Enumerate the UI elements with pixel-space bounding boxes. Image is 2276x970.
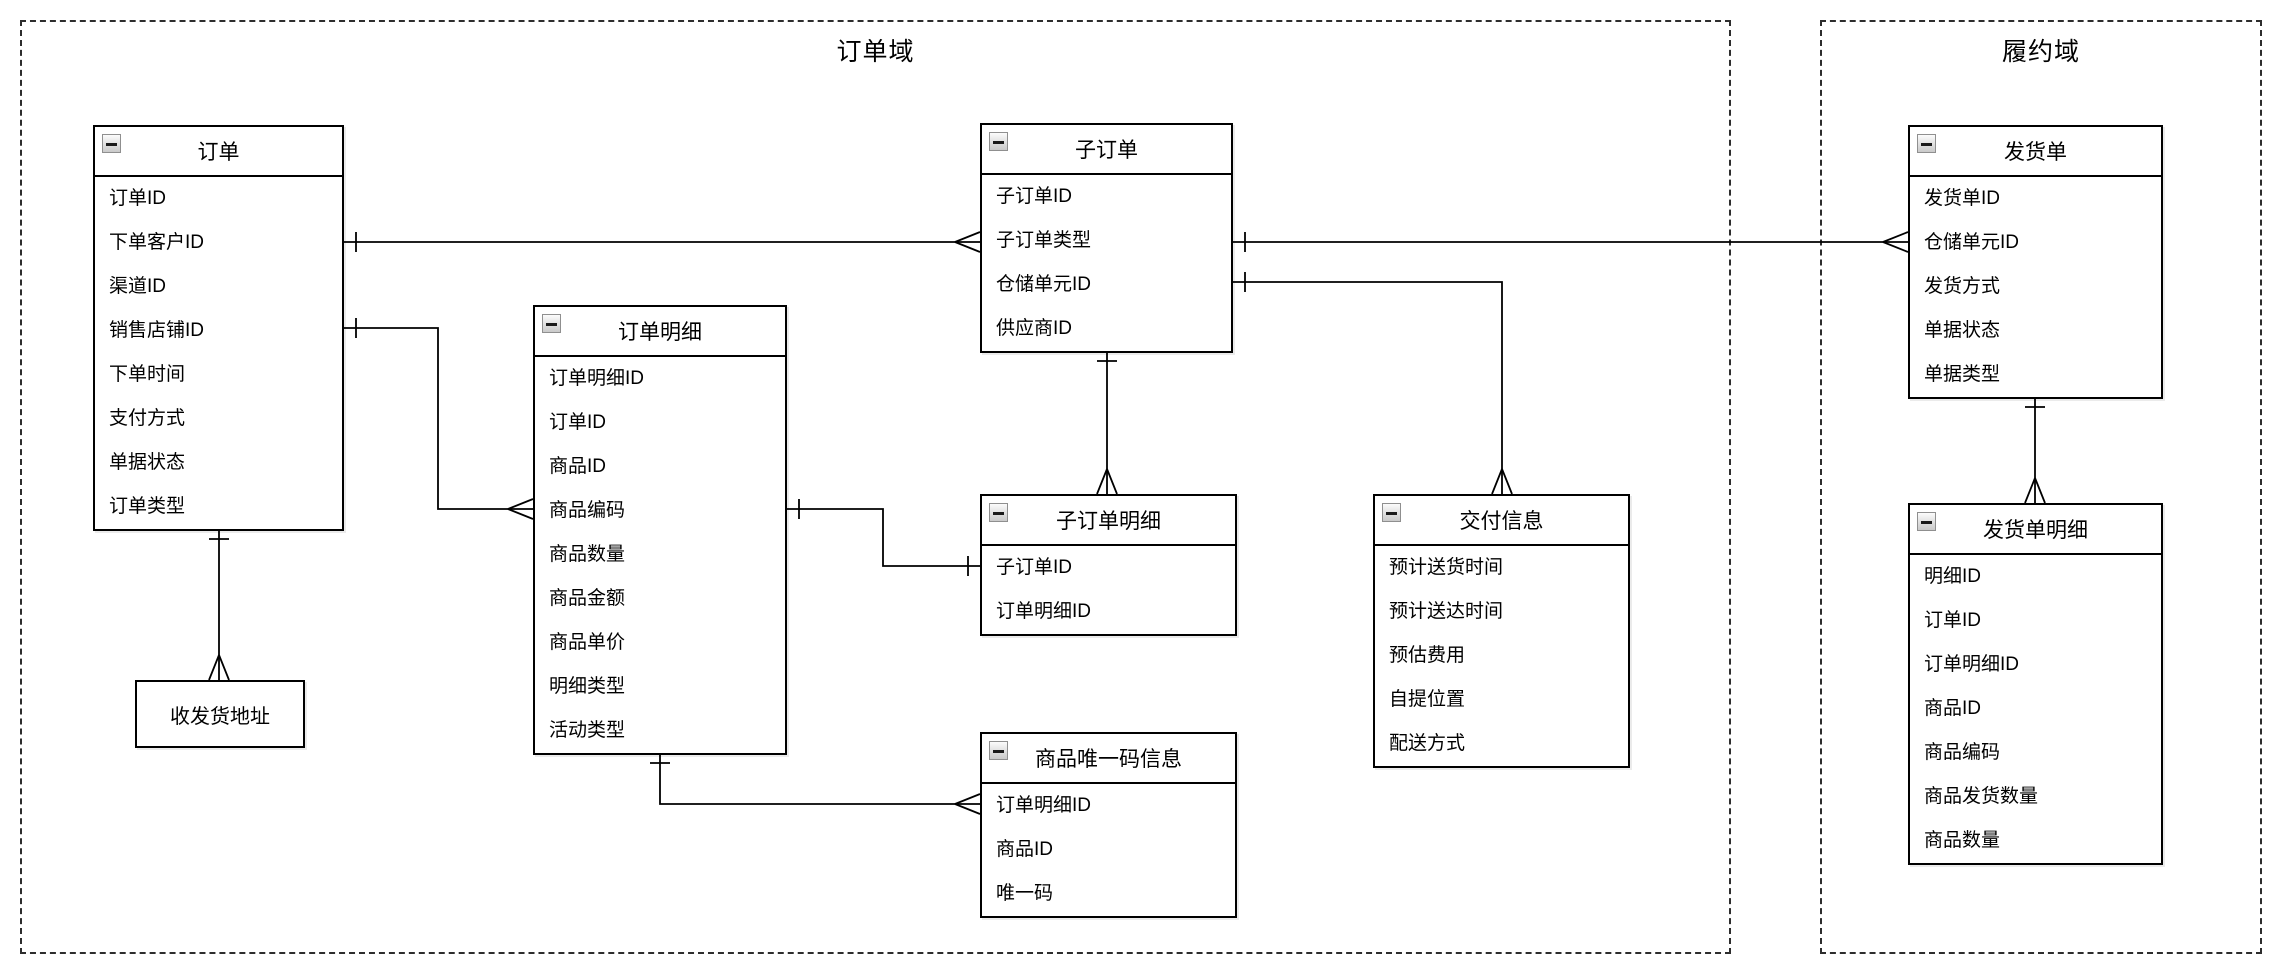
field-row: 订单ID <box>109 188 167 209</box>
field-row: 订单明细ID <box>996 601 1092 622</box>
collapse-icon[interactable] <box>989 741 1008 760</box>
field-row: 商品编码 <box>1924 742 2001 763</box>
field-row: 明细类型 <box>549 676 626 697</box>
entity-unique-code-info-title: 商品唯一码信息 <box>1035 748 1182 771</box>
entity-order[interactable]: 订单 订单ID 下单客户ID 渠道ID 销售店铺ID 下单时间 支付方式 单据状… <box>93 125 344 531</box>
edge-order-suborder[interactable] <box>344 231 981 253</box>
field-row: 预计送达时间 <box>1389 601 1504 622</box>
entity-suborder-detail-title: 子订单明细 <box>1056 510 1161 533</box>
field-row: 订单ID <box>549 412 607 433</box>
field-row: 商品ID <box>996 839 1054 860</box>
order-domain-region[interactable]: 订单域 <box>20 20 1731 954</box>
entity-order-detail[interactable]: 订单明细 订单明细ID 订单ID 商品ID 商品编码 商品数量 商品金额 商品单… <box>533 305 787 755</box>
edge-order-orderdetail[interactable] <box>344 318 534 520</box>
entity-unique-code-info-header: 商品唯一码信息 <box>982 734 1235 784</box>
field-row: 子订单类型 <box>996 230 1092 251</box>
field-row: 商品发货数量 <box>1924 786 2039 807</box>
field-row: 订单ID <box>1924 610 1982 631</box>
field-row: 支付方式 <box>109 408 186 429</box>
entity-suborder-detail[interactable]: 子订单明细 子订单ID 订单明细ID <box>980 494 1237 636</box>
entity-suborder-header: 子订单 <box>982 125 1231 175</box>
edge-orderdetail-uniquecode[interactable] <box>650 751 981 815</box>
collapse-icon[interactable] <box>989 132 1008 151</box>
fulfillment-domain-title: 履约域 <box>2001 38 2080 66</box>
entity-order-title: 订单 <box>197 141 240 164</box>
field-row: 单据状态 <box>1924 320 2001 341</box>
field-row: 自提位置 <box>1389 689 1466 710</box>
collapse-icon[interactable] <box>1917 134 1936 153</box>
entity-order-header: 订单 <box>95 127 342 177</box>
entity-shipment-header: 发货单 <box>1910 127 2161 177</box>
field-row: 商品数量 <box>549 544 626 565</box>
field-row: 下单时间 <box>109 364 186 385</box>
field-row: 商品ID <box>549 456 607 477</box>
field-row: 唯一码 <box>996 883 1054 904</box>
field-row: 子订单ID <box>996 186 1073 207</box>
field-row: 预估费用 <box>1389 645 1466 666</box>
field-row: 订单明细ID <box>549 368 645 389</box>
field-row: 下单客户ID <box>109 232 205 253</box>
field-row: 发货单ID <box>1924 188 2001 209</box>
field-row: 销售店铺ID <box>109 320 205 341</box>
field-row: 订单明细ID <box>996 795 1092 816</box>
entity-shipment-title: 发货单 <box>2004 141 2067 164</box>
field-row: 订单明细ID <box>1924 654 2020 675</box>
field-row: 商品编码 <box>549 500 626 521</box>
entity-delivery-info[interactable]: 交付信息 预计送货时间 预计送达时间 预估费用 自提位置 配送方式 <box>1373 494 1630 768</box>
entity-delivery-info-title: 交付信息 <box>1459 510 1544 533</box>
collapse-icon[interactable] <box>1917 512 1936 531</box>
field-row: 订单类型 <box>109 496 186 517</box>
edge-suborder-shipment[interactable] <box>1233 231 1909 253</box>
field-row: 供应商ID <box>996 318 1073 339</box>
entity-delivery-info-header: 交付信息 <box>1375 496 1628 546</box>
edge-suborder-suborderdetail[interactable] <box>1096 349 1118 495</box>
edge-suborder-delivery[interactable] <box>1233 272 1513 495</box>
entity-address[interactable]: 收发货地址 <box>135 680 305 748</box>
entity-shipment-detail-title: 发货单明细 <box>1983 519 2088 542</box>
field-row: 商品单价 <box>549 632 626 653</box>
field-row: 预计送货时间 <box>1389 557 1504 578</box>
field-row: 仓储单元ID <box>1924 232 2020 253</box>
order-domain-title: 订单域 <box>836 38 915 66</box>
entity-shipment-detail-header: 发货单明细 <box>1910 505 2161 555</box>
field-row: 商品金额 <box>549 588 626 609</box>
field-row: 子订单ID <box>996 557 1073 578</box>
collapse-icon[interactable] <box>989 503 1008 522</box>
edge-order-address[interactable] <box>208 527 230 681</box>
edge-orderdetail-suborderdetail[interactable] <box>787 499 980 576</box>
field-row: 渠道ID <box>109 276 167 297</box>
entity-unique-code-info[interactable]: 商品唯一码信息 订单明细ID 商品ID 唯一码 <box>980 732 1237 918</box>
field-row: 单据类型 <box>1924 364 2001 385</box>
entity-suborder[interactable]: 子订单 子订单ID 子订单类型 仓储单元ID 供应商ID <box>980 123 1233 353</box>
entity-suborder-detail-header: 子订单明细 <box>982 496 1235 546</box>
field-row: 活动类型 <box>549 720 626 741</box>
collapse-icon[interactable] <box>542 314 561 333</box>
field-row: 商品数量 <box>1924 830 2001 851</box>
field-row: 明细ID <box>1924 566 1982 587</box>
field-row: 单据状态 <box>109 452 186 473</box>
entity-address-label: 收发货地址 <box>170 705 270 728</box>
entity-shipment-detail[interactable]: 发货单明细 明细ID 订单ID 订单明细ID 商品ID 商品编码 商品发货数量 … <box>1908 503 2163 865</box>
field-row: 发货方式 <box>1924 276 2001 297</box>
edge-shipment-shipmentdetail[interactable] <box>2024 395 2046 504</box>
fulfillment-domain-region[interactable]: 履约域 <box>1820 20 2262 954</box>
collapse-icon[interactable] <box>1382 503 1401 522</box>
field-row: 配送方式 <box>1389 733 1466 754</box>
entity-shipment[interactable]: 发货单 发货单ID 仓储单元ID 发货方式 单据状态 单据类型 <box>1908 125 2163 399</box>
entity-order-detail-title: 订单明细 <box>618 321 702 344</box>
field-row: 商品ID <box>1924 698 1982 719</box>
entity-order-detail-header: 订单明细 <box>535 307 785 357</box>
field-row: 仓储单元ID <box>996 274 1092 295</box>
entity-suborder-title: 子订单 <box>1075 139 1138 162</box>
collapse-icon[interactable] <box>102 134 121 153</box>
